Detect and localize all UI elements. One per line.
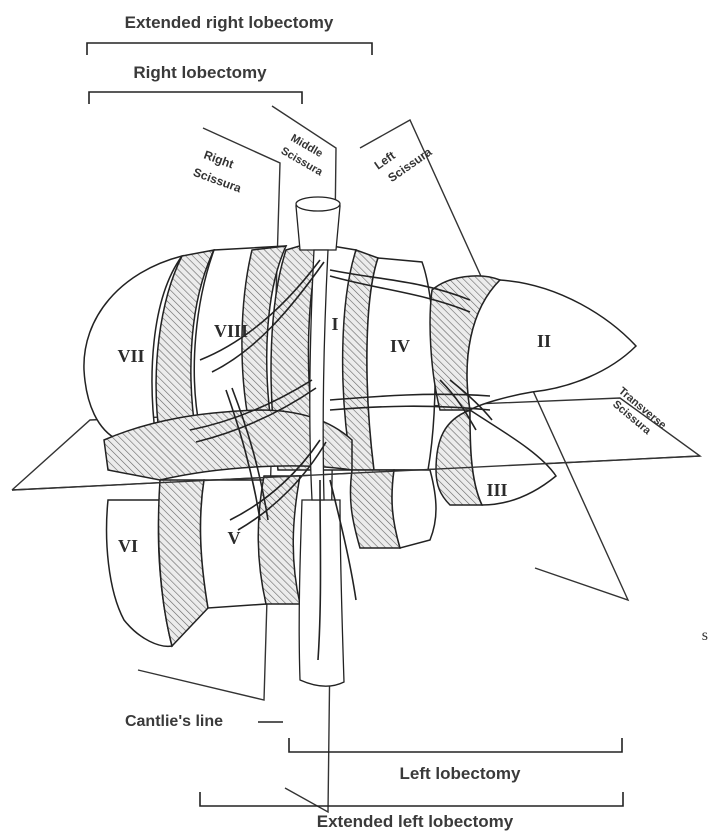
- cantlies-line-label: Cantlie's line: [125, 713, 223, 730]
- extended-left-lobectomy-label: Extended left lobectomy: [317, 812, 514, 831]
- inferior-vena-cava: [299, 500, 344, 686]
- cantlies-line-callout: Cantlie's line: [125, 713, 283, 730]
- segment-iii-label: III: [486, 480, 507, 500]
- left-lobectomy-bracket: Left lobectomy: [289, 738, 622, 783]
- extended-left-lobectomy-bracket: Extended left lobectomy: [200, 792, 623, 831]
- extended-right-lobectomy-bracket: Extended right lobectomy: [87, 13, 372, 55]
- left-scissura-label: Left Scissura: [372, 130, 435, 187]
- left-scissura-label-line2: Scissura: [385, 145, 434, 185]
- segment-vi-cut: [159, 480, 209, 646]
- right-lobectomy-label: Right lobectomy: [133, 63, 267, 82]
- segment-vi-label: VI: [118, 536, 138, 556]
- right-lobectomy-bracket: Right lobectomy: [89, 63, 302, 104]
- segment-ii-shape: [467, 280, 636, 410]
- segment-iv-shape: [367, 258, 435, 470]
- segment-vii-label: VII: [117, 346, 144, 366]
- segment-iv-label: IV: [390, 336, 410, 356]
- segment-v-cut: [258, 476, 300, 604]
- segment-iii-shape: [470, 410, 556, 505]
- left-lobectomy-label: Left lobectomy: [400, 764, 521, 783]
- middle-scissura-label: Middle Scissura: [279, 131, 333, 179]
- right-scissura-label-line2: Scissura: [191, 165, 243, 195]
- segment-v-label: V: [228, 528, 241, 548]
- transverse-scissura-label: Transverse Scissura: [607, 385, 668, 442]
- liver-body: [84, 240, 636, 646]
- segment-ii-label: II: [537, 331, 551, 351]
- right-scissura-label-line1: Right: [202, 148, 236, 172]
- segment-viii-label: VIII: [214, 321, 248, 341]
- segment-i-label: I: [331, 314, 338, 334]
- stray-glyph: s: [702, 627, 708, 644]
- segment-iv-lower-shape: [392, 470, 436, 548]
- right-scissura-label: Right Scissura: [191, 146, 250, 195]
- extended-right-lobectomy-label: Extended right lobectomy: [125, 13, 334, 32]
